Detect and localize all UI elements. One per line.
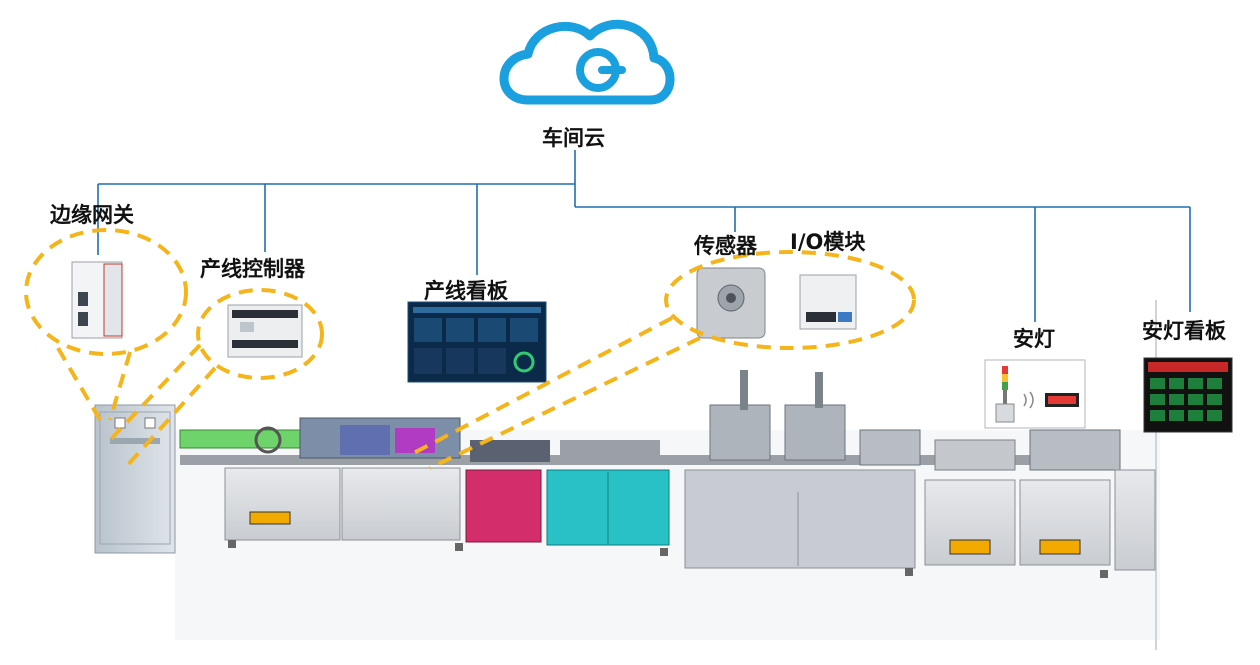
- production-line: [179, 370, 1156, 578]
- andon-board-device: [1143, 357, 1233, 433]
- line-controller-label: 产线控制器: [200, 257, 305, 281]
- production-board-device: [407, 301, 547, 383]
- sensor-device: [696, 267, 766, 339]
- edge-gateway-device: [71, 261, 123, 339]
- cloud-icon: [499, 19, 675, 105]
- line-board-label: 产线看板: [424, 279, 508, 303]
- io-module-label: I/O模块: [790, 230, 866, 254]
- connector-lines: [97, 150, 1191, 322]
- andon-label: 安灯: [1013, 327, 1055, 351]
- edge-gateway-label: 边缘网关: [50, 203, 134, 227]
- andon-light-device: [984, 359, 1086, 429]
- floor-edge: [1155, 300, 1157, 650]
- plc-device: [227, 304, 303, 358]
- andon-board-label: 安灯看板: [1142, 319, 1226, 343]
- io-module-device: [799, 274, 857, 330]
- sensor-label: 传感器: [694, 234, 757, 258]
- highlight-outlines: [24, 228, 916, 470]
- cloud-label: 车间云: [542, 126, 605, 150]
